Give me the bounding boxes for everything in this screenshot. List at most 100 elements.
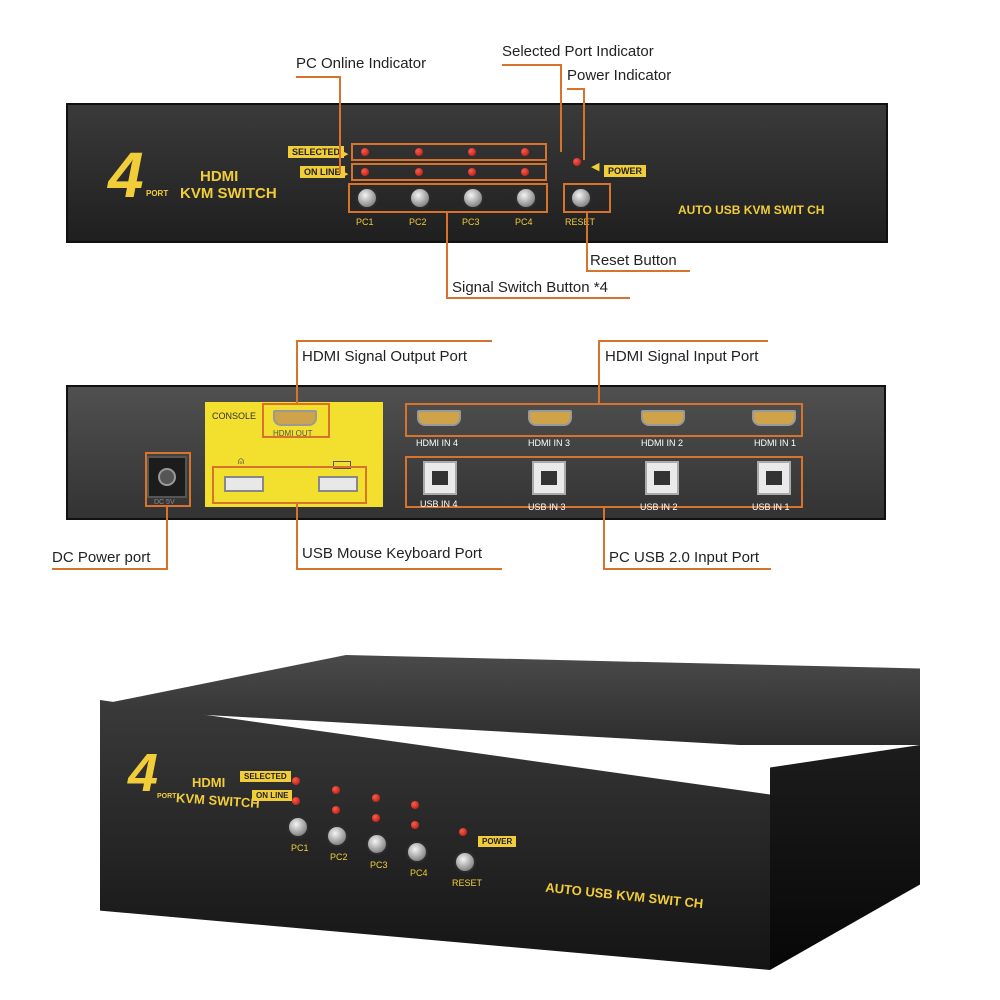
- leader-line: [296, 76, 340, 78]
- hdmi-in-2-label: HDMI IN 2: [641, 438, 684, 448]
- mouse-icon: ⍝: [238, 456, 244, 467]
- callout-hdmi-output: HDMI Signal Output Port: [302, 348, 468, 365]
- pc1-button[interactable]: [356, 187, 378, 209]
- hdmi-out-highlight: [262, 403, 330, 438]
- power-led: [573, 158, 581, 166]
- selected-led-1: [361, 148, 369, 156]
- product-pc1-button[interactable]: [287, 816, 309, 838]
- hdmi-label: HDMI: [200, 168, 239, 185]
- leader-line: [586, 213, 588, 271]
- product-reset-button[interactable]: [454, 851, 476, 873]
- usb-mouse-port[interactable]: [224, 476, 264, 492]
- reset-button[interactable]: [570, 187, 592, 209]
- usb-console-highlight: [212, 466, 367, 504]
- leader-line: [583, 88, 585, 160]
- pc2-button[interactable]: [409, 187, 431, 209]
- leader-line: [296, 568, 502, 570]
- product-side: [770, 745, 920, 970]
- product-port-count: 4: [128, 743, 159, 803]
- product-led: [411, 821, 419, 829]
- usb-in-3-port[interactable]: [532, 461, 566, 495]
- pc3-button[interactable]: [462, 187, 484, 209]
- leader-line: [166, 507, 168, 569]
- selected-led-3: [468, 148, 476, 156]
- pc1-label: PC1: [356, 217, 374, 227]
- leader-line: [52, 568, 168, 570]
- leader-line: [296, 340, 298, 404]
- reset-highlight: [563, 183, 611, 213]
- callout-signal-switch: Signal Switch Button *4: [452, 279, 608, 296]
- product-hdmi-label: HDMI: [192, 775, 226, 790]
- hdmi-in-1-port[interactable]: [752, 410, 796, 426]
- callout-reset-button: Reset Button: [590, 252, 677, 269]
- power-tag: POWER: [604, 165, 647, 177]
- product-power-tag: POWER: [478, 836, 517, 847]
- switch-buttons-highlight: [348, 183, 548, 213]
- dc-label: DC 5V: [154, 499, 175, 506]
- product-pc4-button[interactable]: [406, 841, 428, 863]
- online-tag: ON LINE: [300, 166, 345, 178]
- console-label: CONSOLE: [212, 411, 257, 421]
- kvm-switch-label: KVM SWITCH: [180, 185, 277, 202]
- product-led: [292, 797, 300, 805]
- pc3-label: PC3: [462, 217, 480, 227]
- usb-in-3-label: USB IN 3: [528, 502, 566, 512]
- port-count: 4: [108, 139, 144, 211]
- usb-in-2-port[interactable]: [645, 461, 679, 495]
- pc4-button[interactable]: [515, 187, 537, 209]
- pc2-label: PC2: [409, 217, 427, 227]
- selected-led-2: [415, 148, 423, 156]
- product-pc4-label: PC4: [410, 868, 428, 878]
- product-selected-tag: SELECTED: [240, 771, 291, 782]
- usb-in-highlight: [405, 456, 803, 508]
- product-pc2-button[interactable]: [326, 825, 348, 847]
- callout-pc-online: PC Online Indicator: [296, 55, 427, 72]
- online-led-4: [521, 168, 529, 176]
- product-power-led: [459, 828, 467, 836]
- product-led: [372, 814, 380, 822]
- leader-line: [598, 340, 600, 404]
- product-pc2-label: PC2: [330, 852, 348, 862]
- leader-line: [560, 64, 562, 152]
- online-led-1: [361, 168, 369, 176]
- leader-line: [446, 297, 630, 299]
- product-pc3-button[interactable]: [366, 833, 388, 855]
- hdmi-in-4-label: HDMI IN 4: [416, 438, 459, 448]
- product-led: [332, 806, 340, 814]
- online-led-3: [468, 168, 476, 176]
- product-port-word: PORT: [157, 793, 177, 800]
- hdmi-in-4-port[interactable]: [417, 410, 461, 426]
- leader-line: [339, 76, 341, 174]
- callout-hdmi-input: HDMI Signal Input Port: [605, 348, 759, 365]
- hdmi-in-3-port[interactable]: [528, 410, 572, 426]
- hdmi-in-highlight: [405, 403, 803, 437]
- product-led: [411, 801, 419, 809]
- usb-in-1-port[interactable]: [757, 461, 791, 495]
- front-panel: [66, 103, 888, 243]
- online-arrow-icon: ▶: [340, 168, 349, 180]
- keyboard-icon: [333, 461, 351, 469]
- online-leds-highlight: [351, 163, 547, 181]
- selected-arrow-icon: ▶: [340, 148, 349, 160]
- pc4-label: PC4: [515, 217, 533, 227]
- product-led: [292, 777, 300, 785]
- dc-highlight: [145, 452, 191, 507]
- leader-line: [446, 213, 448, 298]
- usb-in-4-port[interactable]: [423, 461, 457, 495]
- product-led: [372, 794, 380, 802]
- leader-line: [598, 340, 768, 342]
- callout-selected-port: Selected Port Indicator: [502, 43, 654, 60]
- online-led-2: [415, 168, 423, 176]
- usb-keyboard-port[interactable]: [318, 476, 358, 492]
- leader-line: [296, 340, 492, 342]
- hdmi-out-port[interactable]: [273, 410, 317, 426]
- product-reset-label: RESET: [452, 878, 483, 888]
- brand-text: AUTO USB KVM SWIT CH: [678, 203, 825, 217]
- hdmi-in-2-port[interactable]: [641, 410, 685, 426]
- hdmi-in-1-label: HDMI IN 1: [754, 438, 797, 448]
- port-word: PORT: [146, 189, 169, 198]
- leader-line: [586, 270, 690, 272]
- product-led: [332, 786, 340, 794]
- product-online-tag: ON LINE: [252, 790, 293, 801]
- selected-led-4: [521, 148, 529, 156]
